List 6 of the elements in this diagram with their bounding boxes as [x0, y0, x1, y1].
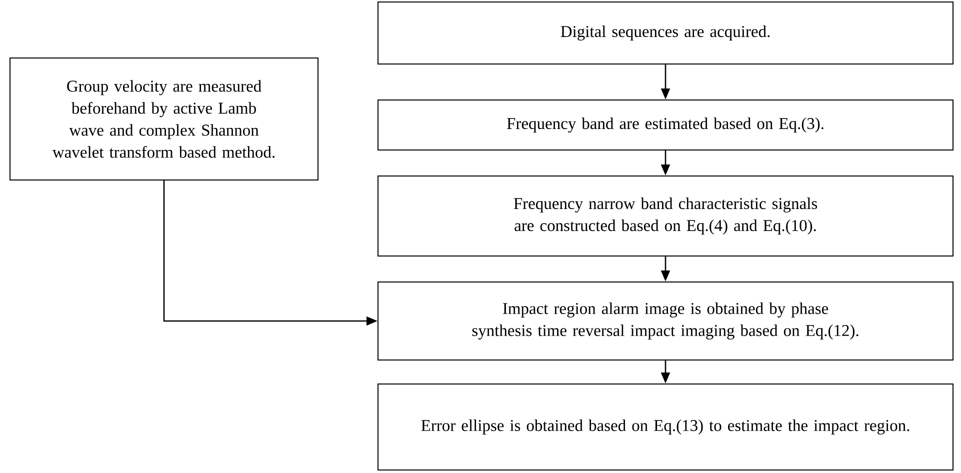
process-box: Impact region alarm image is obtained by phase synthesis time reversal impact imaging based on Eq.(12). [378, 282, 954, 360]
process-box: Error ellipse is obtained based on Eq.(13) to estimate the impact region. [378, 384, 954, 470]
process-box: Frequency band are estimated based on Eq.(3). [378, 100, 954, 150]
process-box: Digital sequences are acquired. [378, 2, 954, 64]
process-box: Frequency narrow band characteristic signals are constructed based on Eq.(4) and Eq.(10). [378, 176, 954, 256]
process-box: Group velocity are measured beforehand by active Lamb wave and complex Shannon wavelet transform based method. [10, 58, 318, 180]
